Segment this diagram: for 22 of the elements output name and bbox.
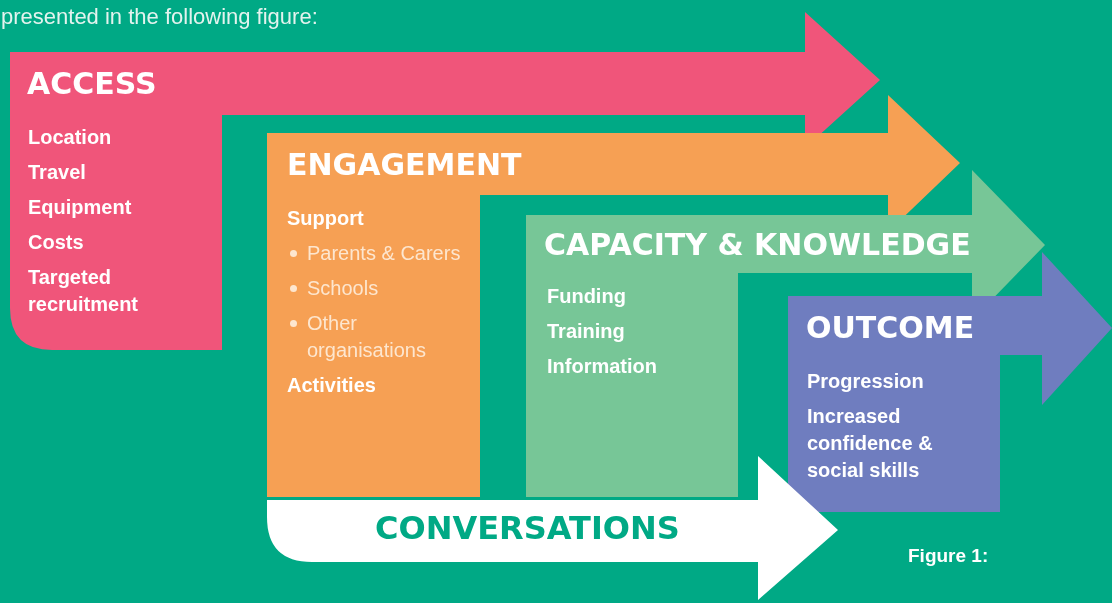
- intro-text: presented in the following figure:: [1, 4, 318, 30]
- heading: CONVERSATIONS: [375, 510, 680, 546]
- list-item: Targeted recruitment: [28, 265, 140, 317]
- bullet-item: Parents & Carers: [307, 241, 461, 266]
- list-item: Costs: [28, 230, 84, 255]
- bullet-item: Other organisations: [307, 311, 427, 363]
- figure-caption: Figure 1:: [908, 545, 989, 567]
- list-item: Travel: [28, 160, 86, 185]
- list-item: Progression: [807, 369, 924, 394]
- list-item: Funding: [547, 284, 626, 309]
- heading: ACCESS: [27, 66, 157, 102]
- list-item: Location: [28, 125, 112, 150]
- list-item: Increased confidence & social skills: [807, 404, 934, 483]
- bullet-item: Schools: [307, 276, 379, 301]
- list-item: Equipment: [28, 195, 132, 220]
- heading: CAPACITY & KNOWLEDGE: [544, 227, 971, 263]
- list-item: Activities: [287, 373, 376, 398]
- list-item: Support: [287, 206, 364, 231]
- heading: ENGAGEMENT: [287, 147, 522, 183]
- list-item: Training: [547, 319, 625, 344]
- heading: OUTCOME: [806, 310, 975, 346]
- list-item: Information: [547, 354, 657, 379]
